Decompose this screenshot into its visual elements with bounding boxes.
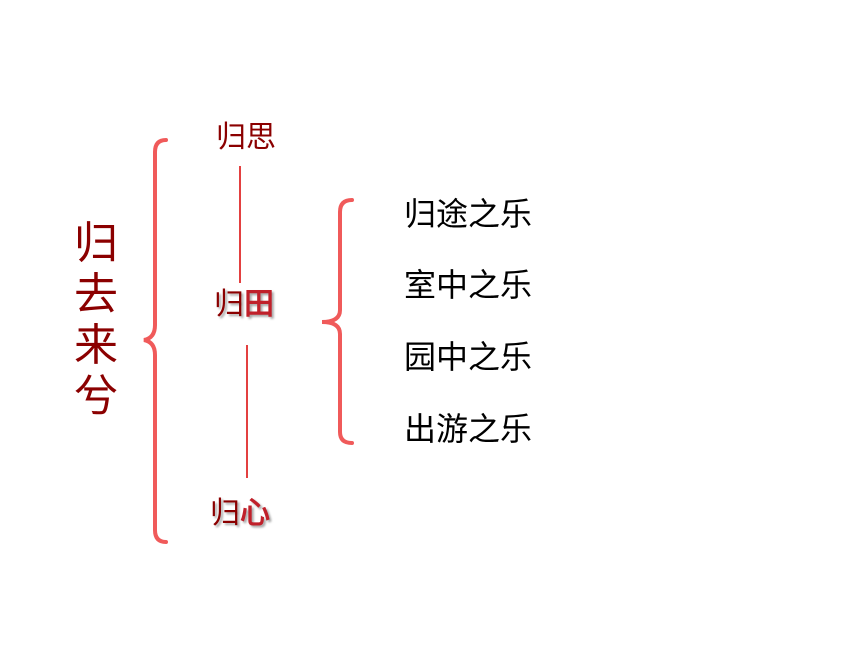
joy-item-1: 归途之乐 xyxy=(404,195,533,233)
stage-prefix: 归 xyxy=(214,287,244,322)
stage-emph: 田 xyxy=(244,287,274,322)
joy-item-3: 园中之乐 xyxy=(404,338,533,376)
main-brace xyxy=(143,138,168,544)
stage-prefix: 归 xyxy=(210,496,240,531)
title-vertical: 归 去 来 兮 xyxy=(68,218,124,422)
joy-item-2: 室中之乐 xyxy=(404,266,533,304)
stage-gui-si: 归思 xyxy=(216,120,276,156)
title-char: 来 xyxy=(74,320,118,371)
stage-gui-tian: 归田 xyxy=(214,287,274,323)
sub-brace xyxy=(321,198,354,445)
title-char: 去 xyxy=(74,269,118,320)
stage-prefix: 归 xyxy=(216,120,246,155)
joy-item-4: 出游之乐 xyxy=(404,410,533,448)
title-char: 兮 xyxy=(74,371,118,422)
title-char: 归 xyxy=(74,218,118,269)
stage-emph: 心 xyxy=(240,496,270,531)
stage-emph: 思 xyxy=(246,120,276,155)
stage-gui-xin: 归心 xyxy=(210,496,270,532)
